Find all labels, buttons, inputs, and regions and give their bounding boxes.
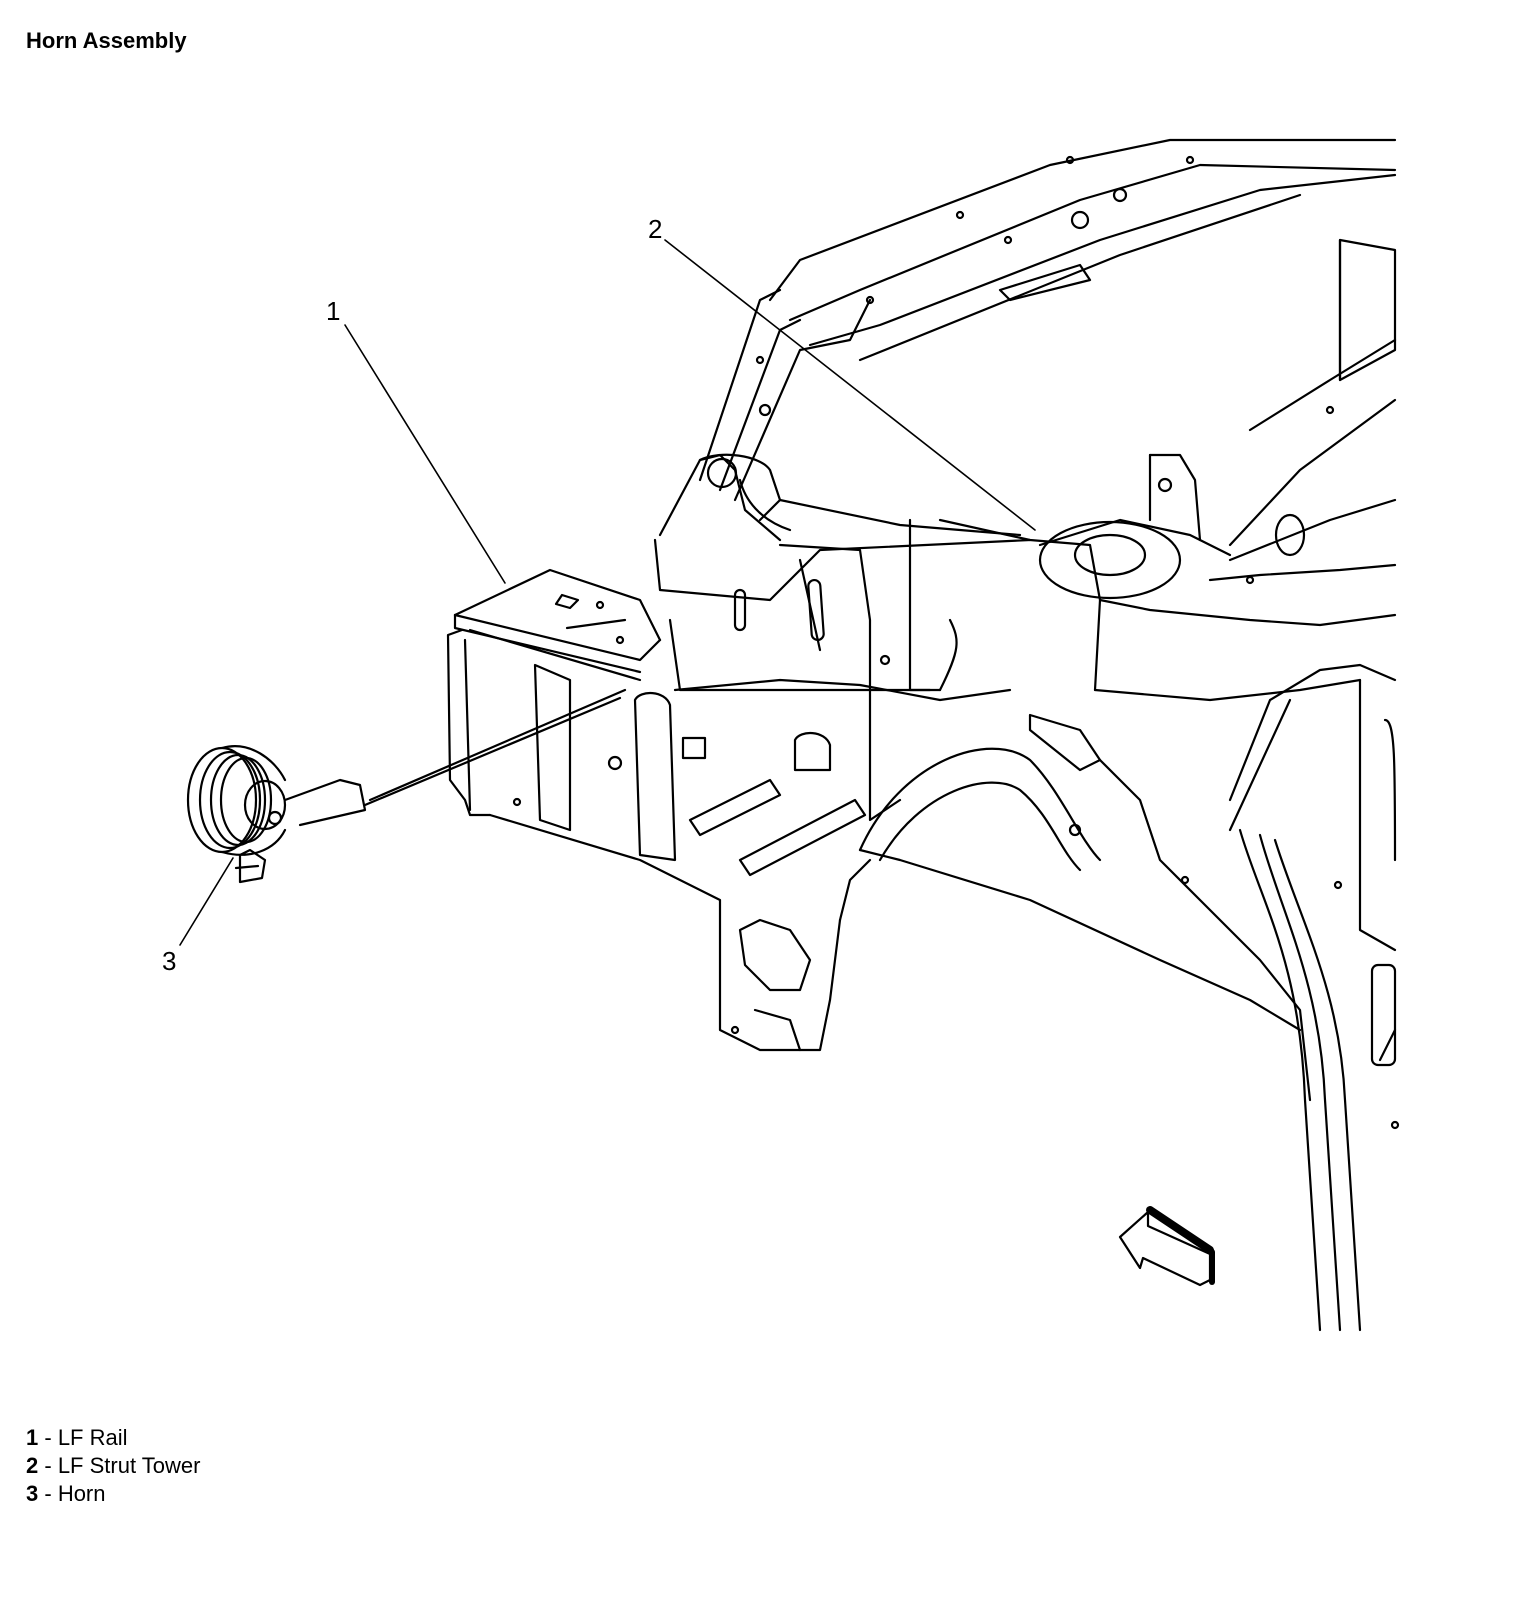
install-line bbox=[363, 688, 627, 807]
legend-number: 2 bbox=[26, 1453, 39, 1478]
callout-1: 1 bbox=[326, 296, 340, 326]
legend-label: LF Rail bbox=[57, 1425, 128, 1450]
legend-number: 3 bbox=[26, 1481, 39, 1506]
wheelhouse bbox=[730, 618, 1400, 1332]
legend-separator: - bbox=[38, 1453, 58, 1478]
leader-line-3 bbox=[179, 857, 234, 946]
callout-2: 2 bbox=[648, 214, 662, 244]
upper-frame-rail bbox=[698, 138, 1397, 502]
direction-arrow bbox=[1118, 1206, 1215, 1287]
parts-legend: 1 - LF Rail 2 - LF Strut Tower 3 - Horn bbox=[26, 1424, 200, 1508]
horn bbox=[186, 745, 367, 884]
diagram-title: Horn Assembly bbox=[26, 28, 187, 53]
leader-line-2 bbox=[664, 239, 1036, 531]
legend-label: Horn bbox=[57, 1481, 106, 1506]
callout-3: 3 bbox=[162, 946, 176, 976]
legend-label: LF Strut Tower bbox=[57, 1453, 201, 1478]
lf-rail bbox=[446, 568, 1012, 1052]
bracket bbox=[668, 543, 932, 692]
legend-item: 2 - LF Strut Tower bbox=[26, 1452, 200, 1480]
legend-item: 3 - Horn bbox=[26, 1480, 200, 1508]
legend-separator: - bbox=[38, 1481, 58, 1506]
strut-tower bbox=[653, 238, 1397, 692]
legend-separator: - bbox=[38, 1425, 58, 1450]
legend-item: 1 - LF Rail bbox=[26, 1424, 200, 1452]
leader-line-1 bbox=[344, 324, 506, 584]
legend-number: 1 bbox=[26, 1425, 39, 1450]
